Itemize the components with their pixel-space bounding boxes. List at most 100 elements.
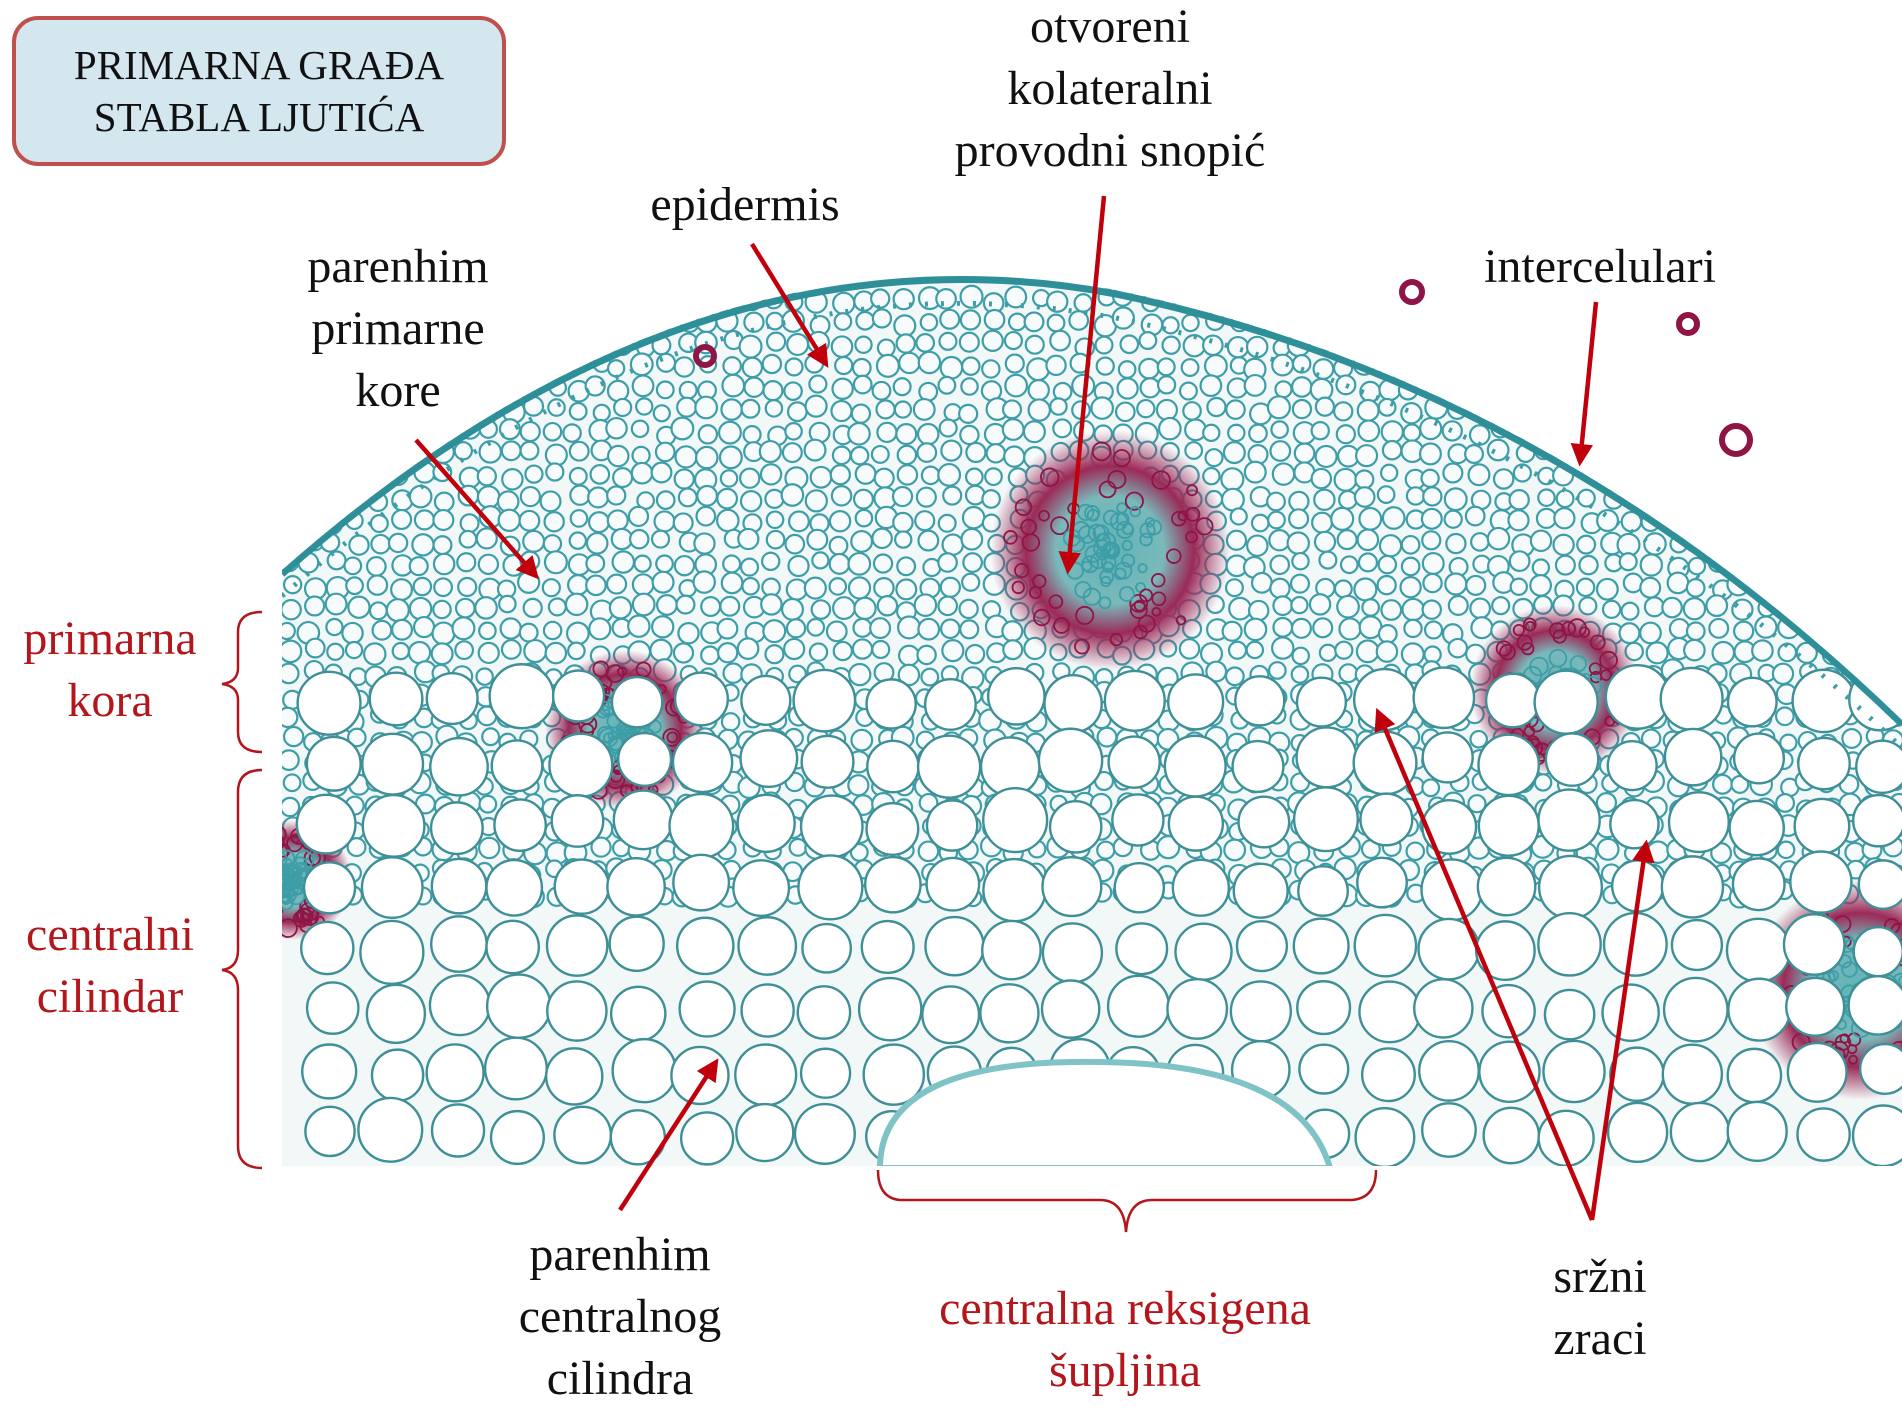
tissue-cell [962, 574, 979, 591]
tissue-cell [393, 448, 409, 464]
tissue-cell [476, 668, 492, 684]
label-line: intercelulari [1430, 236, 1770, 298]
tissue-cell [983, 788, 1047, 852]
tissue-cell [284, 774, 301, 791]
tissue-cell [1734, 622, 1753, 641]
tissue-cell [480, 796, 497, 813]
tissue-cell [494, 799, 545, 850]
tissue-cell [919, 383, 937, 401]
tissue-cell [1360, 794, 1412, 846]
tissue-cell [741, 559, 758, 576]
tissue-cell [436, 423, 452, 439]
tissue-cell [1358, 530, 1378, 550]
tissue-cell [867, 741, 918, 792]
tissue-cell [740, 336, 762, 358]
tissue-cell [1271, 556, 1289, 574]
tissue-cell [1288, 532, 1309, 553]
tissue-cell [1753, 490, 1775, 512]
tissue-cell [870, 618, 890, 638]
tissue-cell [1182, 359, 1199, 376]
tissue-cell [802, 924, 850, 972]
tissue-cell [1167, 979, 1226, 1038]
tissue-cell [1622, 401, 1640, 419]
label-line: šupljina [870, 1340, 1380, 1402]
tissue-cell [1530, 380, 1550, 400]
tissue-cell [1539, 790, 1600, 851]
tissue-cell [1648, 312, 1664, 328]
tissue-cell [871, 290, 889, 308]
tissue-cell [1776, 595, 1794, 613]
tissue-cell [1884, 487, 1902, 505]
label-centralna-supljina: centralna reksigena šupljina [870, 1278, 1380, 1402]
tissue-cell [1669, 356, 1690, 377]
tissue-cell [589, 512, 609, 532]
title-box: PRIMARNA GRAĐA STABLA LJUTIĆA [12, 16, 506, 166]
tissue-cell [742, 578, 758, 594]
tissue-cell [1295, 443, 1314, 462]
tissue-cell [1709, 619, 1728, 638]
tissue-cell [671, 1047, 728, 1104]
tissue-cell [1294, 787, 1358, 851]
tissue-cell [718, 619, 738, 639]
tissue-cell [1297, 678, 1346, 727]
tissue-cell [1846, 292, 1864, 310]
tissue-cell [1534, 402, 1552, 420]
tissue-cell [1845, 843, 1864, 862]
tissue-cell [410, 486, 432, 508]
tissue-cell [546, 445, 567, 466]
tissue-cell [1727, 919, 1790, 982]
tissue-cell [1713, 775, 1732, 794]
tissue-cell [1005, 375, 1027, 397]
tissue-cell [555, 860, 609, 914]
tissue-cell [893, 487, 912, 506]
tissue-cell [1275, 381, 1291, 397]
tissue-cell [652, 531, 669, 548]
tissue-cell [1735, 314, 1757, 336]
tissue-cell [371, 515, 388, 532]
tissue-cell [941, 578, 960, 597]
tissue-cell [1817, 441, 1839, 463]
tissue-cell [671, 418, 693, 440]
tissue-cell [1554, 381, 1571, 398]
label-line: centralna reksigena [870, 1278, 1380, 1340]
tissue-cell [677, 289, 693, 305]
tissue-cell [875, 469, 894, 488]
tissue-cell [1620, 553, 1637, 570]
bracket-centralna-supljina [878, 1170, 1376, 1232]
tissue-cell [1097, 358, 1114, 375]
tissue-cell [1818, 513, 1837, 532]
tissue-cell [832, 336, 852, 356]
tissue-cell [1223, 622, 1242, 641]
tissue-cell [1029, 380, 1049, 400]
tissue-cell [1224, 840, 1245, 861]
tissue-cell [586, 295, 603, 312]
tissue-cell [501, 618, 521, 638]
tissue-cell [1728, 979, 1790, 1041]
tissue-cell [1543, 1041, 1604, 1102]
tissue-cell [919, 352, 940, 373]
tissue-cell [453, 617, 475, 639]
label-line: primarna [0, 608, 220, 670]
tissue-cell [1648, 379, 1667, 398]
tissue-cell [1559, 334, 1577, 352]
tissue-cell [1666, 488, 1687, 509]
tissue-cell [1355, 471, 1373, 489]
tissue-cell [633, 289, 654, 310]
tissue-cell [1225, 289, 1241, 305]
tissue-cell [1245, 462, 1266, 483]
tissue-cell [1664, 397, 1685, 418]
tissue-cell [848, 775, 868, 795]
tissue-cell [962, 358, 979, 375]
tissue-cell [1289, 311, 1308, 330]
tissue-cell [326, 594, 347, 615]
label-srzni-zraci: sržni zraci [1480, 1246, 1720, 1370]
tissue-cell [1222, 489, 1244, 511]
tissue-cell [721, 399, 741, 419]
tissue-cell [1841, 574, 1861, 594]
tissue-cell [917, 646, 935, 664]
tissue-cell [305, 596, 324, 615]
tissue-cell [848, 423, 869, 444]
tissue-cell [1335, 469, 1357, 491]
tissue-cell [878, 340, 895, 357]
tissue-cell [1272, 637, 1293, 658]
